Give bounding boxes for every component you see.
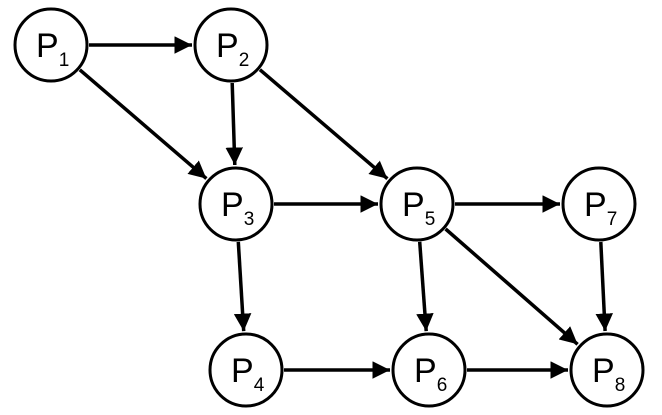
- edge-p1-p3: [78, 68, 208, 180]
- node-subscript: 4: [254, 375, 265, 396]
- node-letter: P: [592, 352, 615, 390]
- node-label: P8: [592, 352, 625, 396]
- node-p2: P2: [193, 7, 269, 83]
- edge-p5-p8: [444, 227, 579, 346]
- node-circle: [379, 166, 455, 242]
- node-p1: P1: [13, 7, 89, 83]
- node-subscript: 1: [59, 50, 70, 71]
- node-label: P2: [216, 27, 249, 71]
- node-p4: P4: [208, 332, 284, 408]
- node-subscript: 5: [425, 209, 436, 230]
- node-subscript: 7: [607, 209, 618, 230]
- node-label: P5: [402, 186, 435, 230]
- node-label: P6: [414, 352, 447, 396]
- edge-p3-p4: [233, 241, 252, 332]
- node-letter: P: [216, 27, 239, 65]
- node-label: P3: [221, 186, 254, 230]
- node-letter: P: [584, 186, 607, 224]
- node-circle: [569, 332, 645, 408]
- node-subscript: 8: [615, 375, 626, 396]
- node-circle: [193, 7, 269, 83]
- node-letter: P: [221, 186, 244, 224]
- node-circle: [13, 7, 89, 83]
- edges: [78, 36, 613, 379]
- node-p8: P8: [569, 332, 645, 408]
- node-letter: P: [414, 352, 437, 390]
- node-p6: P6: [391, 332, 467, 408]
- node-subscript: 2: [239, 50, 250, 71]
- node-subscript: 6: [437, 375, 448, 396]
- node-letter: P: [231, 352, 254, 390]
- node-label: P7: [584, 186, 617, 230]
- node-circle: [208, 332, 284, 408]
- node-circle: [391, 332, 467, 408]
- node-subscript: 3: [244, 209, 255, 230]
- node-label: P4: [231, 352, 265, 396]
- node-p3: P3: [198, 166, 274, 242]
- node-circle: [198, 166, 274, 242]
- node-letter: P: [402, 186, 425, 224]
- node-letter: P: [36, 27, 59, 65]
- edge-p5-p6: [416, 241, 434, 332]
- edge-p7-p8: [595, 241, 613, 332]
- node-p5: P5: [379, 166, 455, 242]
- node-circle: [561, 166, 637, 242]
- node-p7: P7: [561, 166, 637, 242]
- node-label: P1: [36, 27, 69, 71]
- edge-p2-p3: [225, 82, 243, 166]
- edge-p2-p5: [258, 68, 389, 181]
